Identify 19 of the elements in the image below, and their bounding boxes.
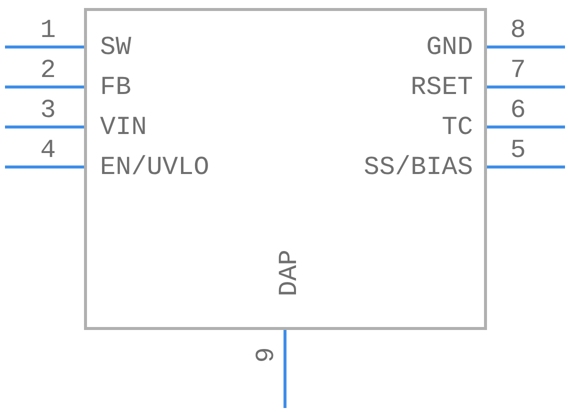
pin-number: 2 (40, 56, 56, 84)
pin-name: VIN (100, 113, 147, 141)
chip-body (84, 8, 487, 330)
pin-name: EN/UVLO (100, 153, 210, 181)
pin-number: 7 (510, 56, 526, 84)
pin-name: SS/BIAS (364, 153, 473, 181)
pin-number: 9 (252, 347, 280, 363)
pin-number: 1 (40, 16, 56, 44)
pin-number: 8 (510, 16, 526, 44)
pin-number: 3 (40, 96, 56, 124)
pin-number: 4 (40, 136, 56, 164)
pin-name: FB (100, 73, 132, 101)
pin-name: RSET (410, 73, 473, 101)
pin-name: SW (100, 33, 132, 61)
pin-name: DAP (275, 250, 303, 296)
pin-number: 6 (510, 96, 526, 124)
pin-name: GND (426, 33, 473, 61)
pin-number: 5 (510, 136, 526, 164)
pin-name: TC (442, 113, 473, 141)
